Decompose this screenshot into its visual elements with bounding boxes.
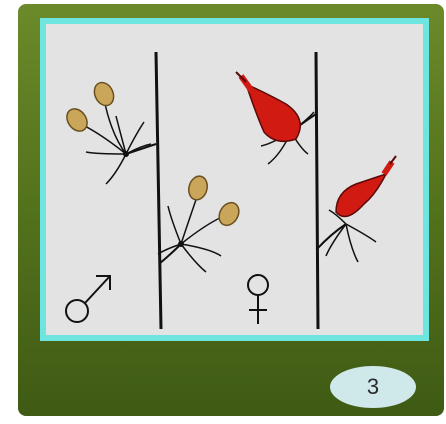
page-number-badge: 3 bbox=[330, 366, 416, 408]
female-symbol bbox=[248, 275, 268, 324]
page-number: 3 bbox=[367, 374, 379, 400]
male-flower-cluster-upper bbox=[63, 79, 156, 184]
male-stem bbox=[156, 52, 161, 329]
male-flower-cluster-lower bbox=[158, 174, 243, 272]
female-flower-lower bbox=[317, 156, 396, 262]
flower-illustration bbox=[46, 24, 423, 335]
male-symbol bbox=[66, 276, 110, 322]
female-flower-upper bbox=[236, 72, 316, 164]
illustration-frame bbox=[40, 18, 429, 341]
female-stem bbox=[316, 52, 318, 329]
